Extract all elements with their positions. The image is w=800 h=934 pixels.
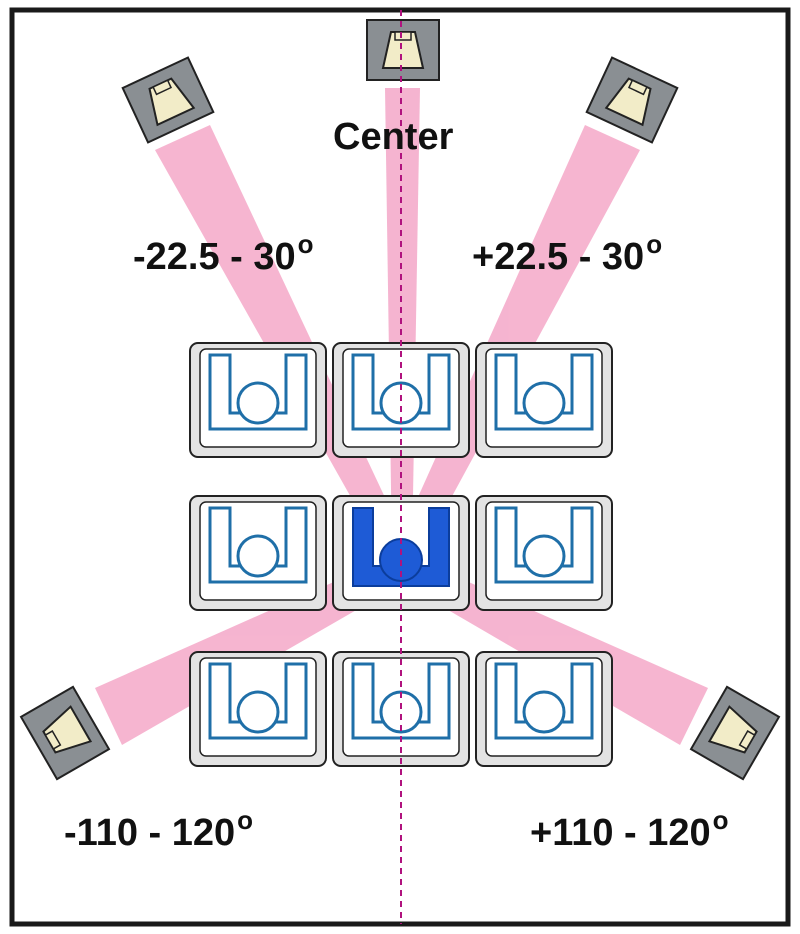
front-right-angle-label: +22.5 - 30o bbox=[472, 229, 663, 278]
front-left-angle-label: -22.5 - 30o bbox=[133, 229, 314, 278]
theater-seat-icon bbox=[474, 341, 614, 459]
theater-seat-icon bbox=[474, 650, 614, 768]
center-label: Center bbox=[333, 116, 454, 158]
speaker-icon bbox=[366, 19, 440, 81]
surround-right-angle-label: +110 - 120o bbox=[530, 805, 729, 854]
theater-seat-icon bbox=[188, 650, 328, 768]
theater-seat-icon bbox=[188, 341, 328, 459]
theater-seat-icon bbox=[474, 494, 614, 612]
surround-left-beam bbox=[95, 556, 405, 745]
theater-seat-icon bbox=[188, 494, 328, 612]
surround-left-angle-label: -110 - 120o bbox=[64, 805, 254, 854]
